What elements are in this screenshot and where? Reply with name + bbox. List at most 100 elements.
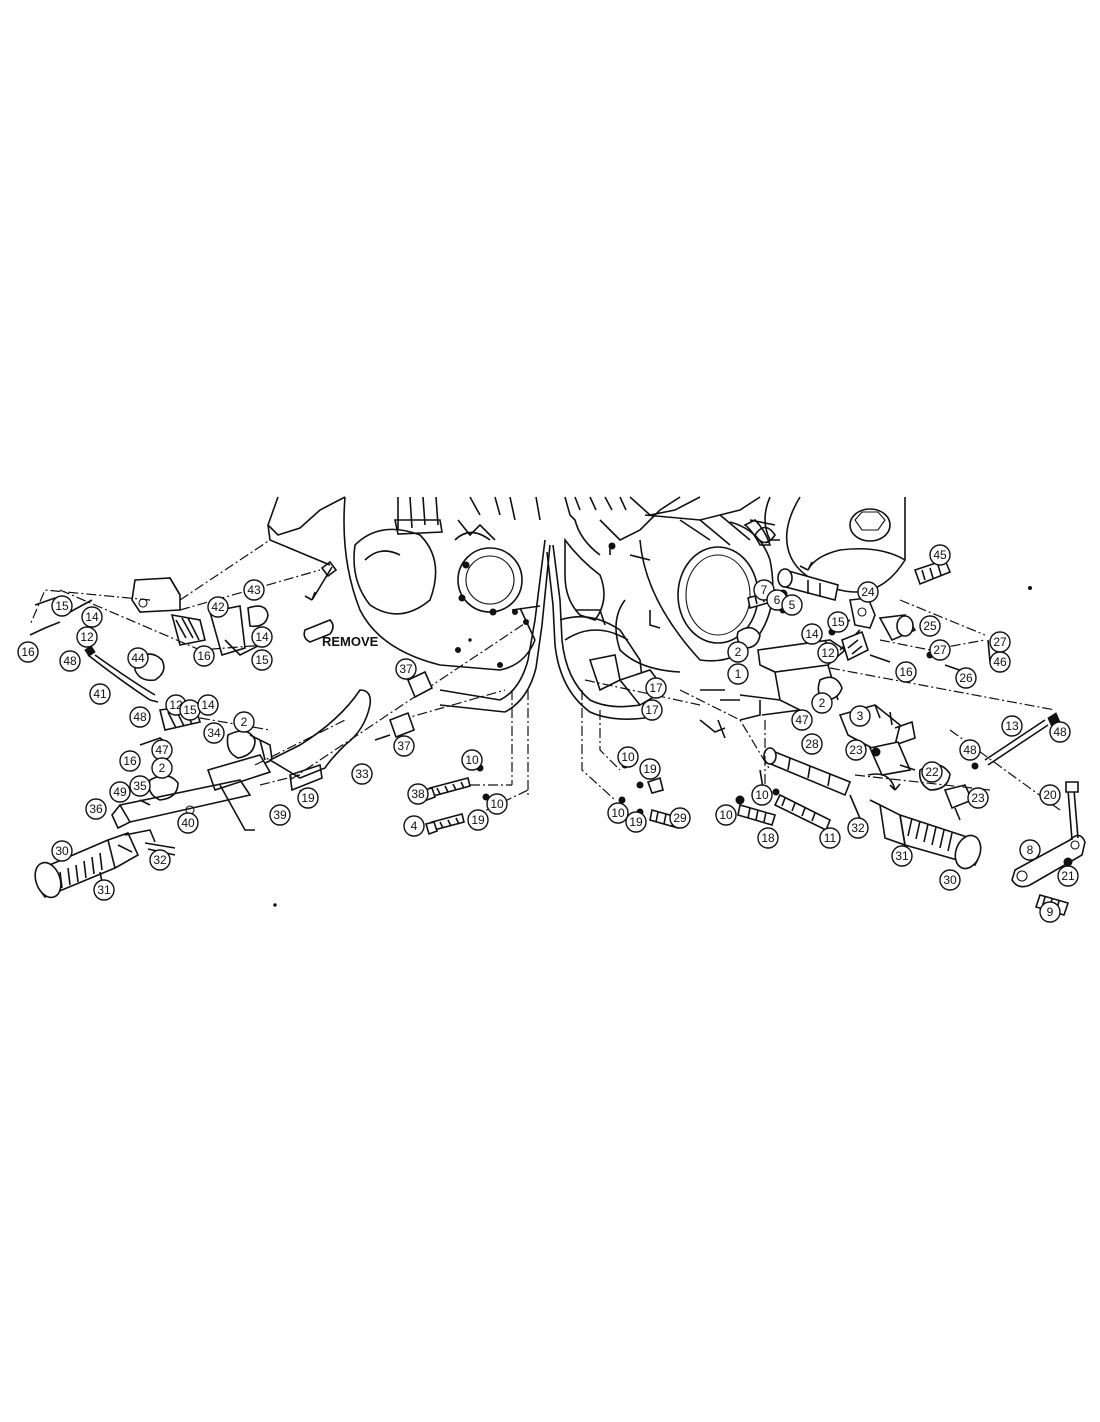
left-shift-lever-shaft: REMOVE bbox=[131, 539, 379, 649]
callout-c2l1: 2 bbox=[233, 711, 255, 733]
callout-c16r: 16 bbox=[895, 661, 917, 683]
callout-label: 16 bbox=[197, 649, 211, 663]
callout-label: 14 bbox=[255, 630, 269, 644]
callout-circle bbox=[243, 579, 265, 601]
callout-circle bbox=[645, 677, 667, 699]
callout-c31l: 31 bbox=[93, 879, 115, 901]
callout-circle bbox=[791, 709, 813, 731]
callout-circle bbox=[1019, 839, 1041, 861]
callout-circle bbox=[919, 615, 941, 637]
callout-label: 15 bbox=[831, 615, 845, 629]
callout-c22: 22 bbox=[921, 761, 943, 783]
callout-c15r: 15 bbox=[827, 611, 849, 633]
callout-label: 33 bbox=[355, 767, 369, 781]
callout-circle bbox=[203, 722, 225, 744]
callout-c48r2: 48 bbox=[1049, 721, 1071, 743]
callout-circle bbox=[967, 787, 989, 809]
callout-circle bbox=[817, 642, 839, 664]
callout-label: 30 bbox=[55, 844, 69, 858]
callout-label: 31 bbox=[97, 883, 111, 897]
callout-circle bbox=[51, 595, 73, 617]
callout-circle bbox=[959, 739, 981, 761]
callout-circle bbox=[89, 683, 111, 705]
callout-c33: 33 bbox=[351, 763, 373, 785]
callout-label: 43 bbox=[247, 583, 261, 597]
callout-label: 17 bbox=[649, 681, 663, 695]
callout-c2r2: 2 bbox=[811, 692, 833, 714]
callout-circle bbox=[85, 798, 107, 820]
callout-circle bbox=[193, 645, 215, 667]
callout-c21: 21 bbox=[1057, 865, 1079, 887]
callout-label: 14 bbox=[805, 627, 819, 641]
callout-label: 10 bbox=[465, 753, 479, 767]
callout-c32l: 32 bbox=[149, 849, 171, 871]
left-frame-tube bbox=[439, 539, 551, 713]
callout-c4: 4 bbox=[403, 815, 425, 837]
callout-circle bbox=[251, 626, 273, 648]
callout-label: 27 bbox=[933, 643, 947, 657]
callout-circle bbox=[811, 692, 833, 714]
callout-circle bbox=[129, 706, 151, 728]
callout-circle bbox=[151, 757, 173, 779]
callout-c49: 49 bbox=[109, 781, 131, 803]
callout-label: 4 bbox=[411, 819, 418, 833]
callout-c29: 29 bbox=[669, 807, 691, 829]
callout-c37b: 37 bbox=[393, 735, 415, 757]
callout-c10r1: 10 bbox=[715, 804, 737, 826]
callout-c14l3: 14 bbox=[197, 694, 219, 716]
callout-c23b: 23 bbox=[967, 787, 989, 809]
callout-circle bbox=[921, 761, 943, 783]
callout-label: 30 bbox=[943, 873, 957, 887]
callout-label: 21 bbox=[1061, 869, 1075, 883]
callout-label: 32 bbox=[851, 821, 865, 835]
callout-c46: 46 bbox=[989, 651, 1011, 673]
callout-label: 19 bbox=[629, 815, 643, 829]
callout-c2r1: 2 bbox=[727, 641, 749, 663]
left-footpeg-bracket bbox=[254, 619, 531, 809]
callout-circle bbox=[395, 658, 417, 680]
callout-label: 29 bbox=[673, 811, 687, 825]
callout-c19l: 19 bbox=[467, 809, 489, 831]
callout-circle bbox=[857, 581, 879, 603]
callout-label: 20 bbox=[1043, 788, 1057, 802]
callout-circle bbox=[233, 711, 255, 733]
callout-label: 1 bbox=[735, 667, 742, 681]
callout-circle bbox=[81, 606, 103, 628]
callout-label: 24 bbox=[861, 585, 875, 599]
callout-circle bbox=[51, 840, 73, 862]
callout-c10r4: 10 bbox=[607, 802, 629, 824]
callout-label: 46 bbox=[993, 655, 1007, 669]
callout-label: 18 bbox=[761, 831, 775, 845]
callout-circle bbox=[781, 594, 803, 616]
callout-circle bbox=[751, 784, 773, 806]
callout-circle bbox=[177, 812, 199, 834]
callout-c16l1: 16 bbox=[193, 645, 215, 667]
callout-label: 9 bbox=[1047, 905, 1054, 919]
callout-c28: 28 bbox=[801, 733, 823, 755]
callout-c17a: 17 bbox=[645, 677, 667, 699]
callout-c48r1: 48 bbox=[959, 739, 981, 761]
callout-circle bbox=[486, 793, 508, 815]
callout-c39: 39 bbox=[269, 804, 291, 826]
remove-annotation: REMOVE bbox=[322, 634, 379, 649]
callout-circle bbox=[1039, 784, 1061, 806]
callout-c18: 18 bbox=[757, 827, 779, 849]
callout-circle bbox=[467, 809, 489, 831]
callout-label: 28 bbox=[805, 737, 819, 751]
callout-label: 22 bbox=[925, 765, 939, 779]
callout-c1: 1 bbox=[727, 663, 749, 685]
callout-label: 44 bbox=[131, 651, 145, 665]
callout-circle bbox=[727, 663, 749, 685]
callout-circle bbox=[129, 775, 151, 797]
callout-c10r3: 10 bbox=[617, 746, 639, 768]
callout-label: 2 bbox=[159, 761, 166, 775]
callout-label: 13 bbox=[1005, 719, 1019, 733]
callout-circle bbox=[845, 739, 867, 761]
callout-c40: 40 bbox=[177, 812, 199, 834]
callout-c14l2: 14 bbox=[81, 606, 103, 628]
callout-c47r: 47 bbox=[791, 709, 813, 731]
callout-label: 48 bbox=[63, 654, 77, 668]
callout-label: 2 bbox=[735, 645, 742, 659]
callout-label: 48 bbox=[963, 743, 977, 757]
callout-circle bbox=[801, 733, 823, 755]
